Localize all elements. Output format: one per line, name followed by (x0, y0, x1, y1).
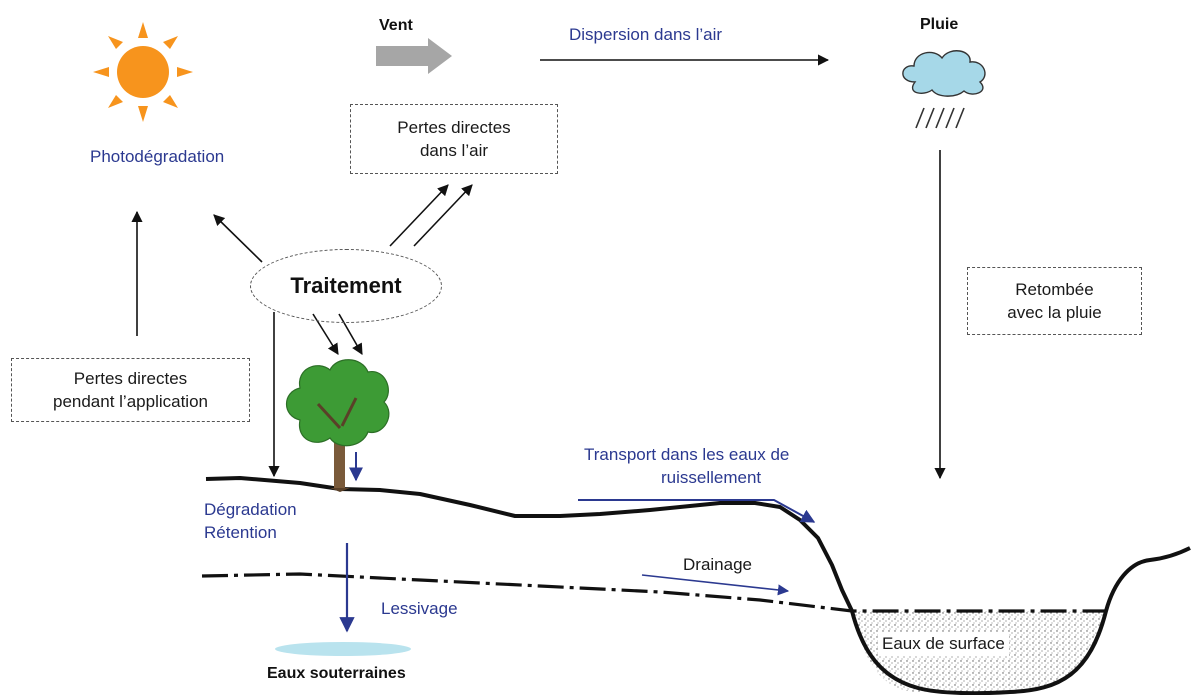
dispersion-label: Dispersion dans l’air (569, 25, 723, 44)
runoff-transport-label-line-2: ruissellement (661, 468, 762, 487)
application-loss-line-2: pendant l’application (52, 392, 208, 411)
rain-fallout-line-2: avec la pluie (1007, 303, 1102, 322)
runoff-transport-label-line-1: Transport dans les eaux de (584, 445, 790, 464)
drainage-label: Drainage (683, 555, 752, 574)
water-table-line (201, 572, 1106, 613)
direct-air-loss-box: Pertes directes dans l’air (350, 104, 558, 174)
direct-air-loss-line-2: dans l’air (419, 141, 489, 160)
rain-fallout-line-1: Retombée (1015, 280, 1094, 299)
surface-water-label: Eaux de surface (878, 632, 1009, 656)
rain-label: Pluie (920, 16, 959, 33)
tree-icon (285, 359, 390, 492)
degradation-label: Dégradation (204, 500, 297, 519)
traitement-label: Traitement (290, 273, 402, 298)
traitement-to-photodegradation-arrow (213, 214, 263, 263)
runoff-transport-arrow (578, 499, 816, 523)
rain-fallout-box: Retombée avec la pluie (967, 267, 1142, 335)
drainage-arrow (641, 574, 790, 596)
retention-label: Rétention (204, 523, 277, 542)
groundwater-pool-icon (275, 642, 411, 656)
traitement-to-air-arrow-2 (413, 184, 473, 247)
application-loss-box: Pertes directes pendant l’application (11, 358, 250, 422)
cloud-icon (902, 50, 986, 97)
groundwater-label: Eaux souterraines (267, 665, 406, 682)
wind-arrow-icon (376, 38, 452, 74)
photodegradation-label: Photodégradation (90, 147, 225, 166)
traitement-to-air-arrow-1 (389, 184, 449, 247)
ground-surface-line (205, 476, 1191, 695)
leaching-label: Lessivage (381, 599, 458, 618)
sun-icon (93, 22, 193, 122)
application-loss-line-1: Pertes directes (73, 369, 188, 388)
rain-icon (915, 107, 965, 129)
wind-label: Vent (379, 17, 413, 34)
direct-air-loss-line-1: Pertes directes (397, 118, 511, 137)
traitement-ellipse: Traitement (250, 249, 442, 323)
